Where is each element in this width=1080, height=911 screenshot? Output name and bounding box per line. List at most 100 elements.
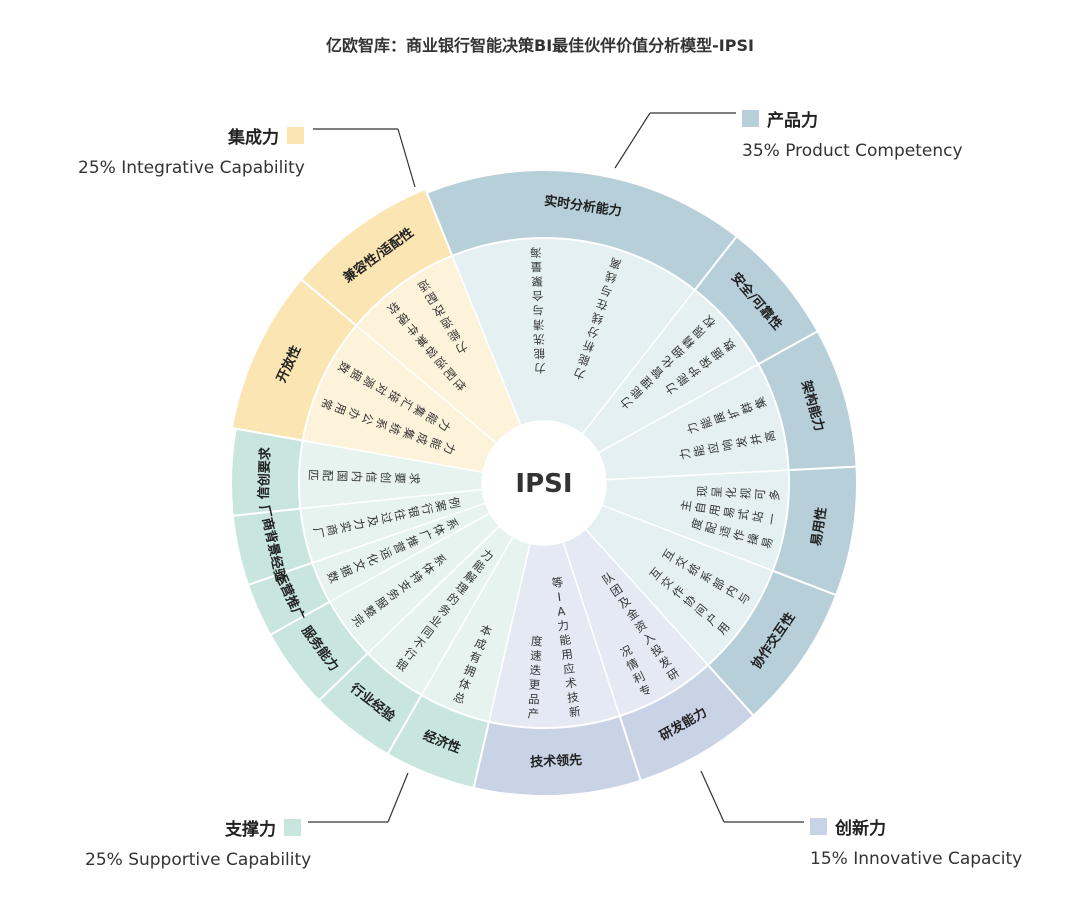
svg-text:量: 量 <box>530 259 542 273</box>
svg-text:广: 广 <box>417 528 434 544</box>
svg-text:品: 品 <box>528 692 540 707</box>
svg-text:创: 创 <box>378 471 392 483</box>
legend-product: 产品力 35% Product Competency <box>742 106 963 161</box>
svg-text:力: 力 <box>441 441 458 457</box>
svg-text:主: 主 <box>678 499 694 513</box>
svg-text:式: 式 <box>736 507 752 521</box>
svg-text:拥: 拥 <box>462 662 478 679</box>
svg-text:集: 集 <box>400 426 417 442</box>
svg-text:能: 能 <box>533 346 545 360</box>
svg-text:能: 能 <box>576 351 592 368</box>
svg-text:力: 力 <box>572 365 587 382</box>
svg-text:力: 力 <box>351 517 367 531</box>
integrative-desc: 25% Integrative Capability <box>78 158 305 178</box>
svg-text:配: 配 <box>320 469 334 481</box>
svg-text:展: 展 <box>711 410 728 426</box>
svg-text:与: 与 <box>599 282 614 299</box>
svg-text:线: 线 <box>603 269 619 286</box>
svg-text:及: 及 <box>365 514 381 529</box>
svg-text:迭: 迭 <box>529 663 542 678</box>
svg-text:A: A <box>556 604 566 619</box>
svg-text:例: 例 <box>446 496 462 510</box>
svg-text:I: I <box>557 590 562 604</box>
svg-text:术: 术 <box>564 675 578 690</box>
svg-text:清: 清 <box>532 317 544 331</box>
svg-text:厂: 厂 <box>310 526 326 540</box>
product-swatch <box>742 110 759 127</box>
svg-text:总: 总 <box>451 689 467 706</box>
svg-text:聚: 聚 <box>530 274 542 288</box>
svg-text:新: 新 <box>568 704 582 719</box>
svg-text:能: 能 <box>697 415 714 431</box>
svg-text:能: 能 <box>427 436 444 452</box>
svg-text:办: 办 <box>345 406 362 422</box>
innovative-name: 创新力 <box>835 819 886 839</box>
svg-text:产: 产 <box>527 706 539 721</box>
svg-text:线: 线 <box>589 310 605 327</box>
svg-text:营: 营 <box>390 539 407 555</box>
svg-text:并: 并 <box>748 432 764 446</box>
svg-text:化: 化 <box>724 486 739 499</box>
svg-text:配: 配 <box>703 520 720 535</box>
svg-text:国: 国 <box>335 470 349 482</box>
svg-text:力: 力 <box>684 420 701 436</box>
innovative-swatch <box>810 818 827 835</box>
center-label: IPSI <box>515 469 572 499</box>
svg-text:等: 等 <box>551 575 564 590</box>
svg-text:用: 用 <box>707 503 723 517</box>
svg-text:系: 系 <box>443 516 460 532</box>
svg-text:技: 技 <box>566 690 580 705</box>
svg-text:易: 易 <box>721 506 737 520</box>
svg-text:本: 本 <box>478 622 494 639</box>
svg-text:站: 站 <box>750 510 766 524</box>
svg-text:视: 视 <box>738 487 753 500</box>
svg-text:内: 内 <box>349 470 363 482</box>
svg-text:能: 能 <box>691 443 707 458</box>
svg-text:成: 成 <box>414 431 431 447</box>
svg-text:集: 集 <box>752 394 769 410</box>
svg-text:商: 商 <box>324 523 340 537</box>
svg-text:群: 群 <box>738 399 755 415</box>
svg-text:高: 高 <box>762 429 778 443</box>
svg-text:力: 力 <box>557 618 570 633</box>
integrative-swatch <box>287 127 304 144</box>
svg-text:离: 离 <box>608 255 623 272</box>
svg-text:海: 海 <box>529 245 541 259</box>
svg-text:银: 银 <box>405 505 421 520</box>
segment-label: 易用性 <box>808 506 830 547</box>
svg-text:匹: 匹 <box>306 469 320 481</box>
segment-label: 技术领先 <box>530 752 583 770</box>
svg-text:度: 度 <box>531 634 544 649</box>
svg-text:洗: 洗 <box>532 332 544 346</box>
svg-text:应: 应 <box>705 441 721 455</box>
svg-text:自: 自 <box>693 501 709 515</box>
svg-text:速: 速 <box>530 649 543 664</box>
svg-text:作: 作 <box>731 527 748 542</box>
svg-text:力: 力 <box>534 361 546 375</box>
supportive-name: 支撑力 <box>225 820 276 840</box>
svg-text:呈: 呈 <box>709 486 724 498</box>
svg-text:操: 操 <box>745 531 762 546</box>
svg-text:常: 常 <box>318 396 335 412</box>
svg-text:系: 系 <box>373 416 390 432</box>
svg-text:应: 应 <box>562 661 575 676</box>
svg-text:响: 响 <box>720 438 736 452</box>
svg-text:行: 行 <box>419 502 435 516</box>
svg-text:合: 合 <box>531 288 543 302</box>
svg-text:析: 析 <box>581 338 596 355</box>
svg-text:体: 体 <box>457 676 473 693</box>
svg-text:公: 公 <box>359 411 376 427</box>
integrative-name: 集成力 <box>228 128 279 148</box>
product-desc: 35% Product Competency <box>742 141 963 161</box>
svg-text:发: 发 <box>734 435 750 450</box>
svg-text:与: 与 <box>532 303 544 317</box>
